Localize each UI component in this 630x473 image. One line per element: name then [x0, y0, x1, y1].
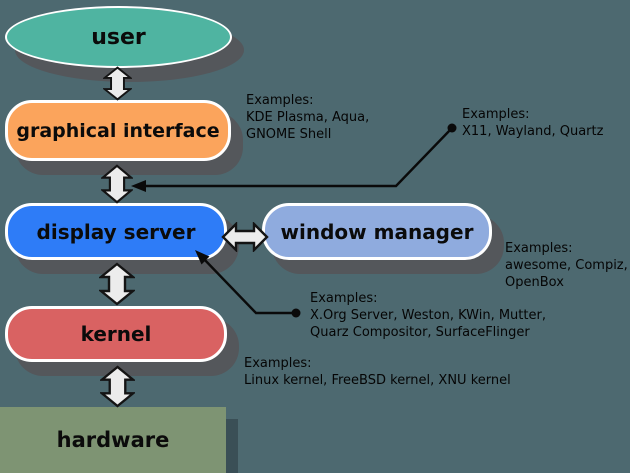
node-hardware: hardware [0, 407, 226, 473]
annotation-window-manager-examples: Examples: awesome, Compiz, OpenBox [505, 240, 628, 291]
annotation-line: X.Org Server, Weston, KWin, Mutter, [310, 308, 546, 323]
annotation-graphical-interface-examples: Examples: KDE Plasma, Aqua, GNOME Shell [246, 92, 369, 143]
node-graphical-interface: graphical interface [5, 100, 231, 161]
node-display-server: display server [5, 203, 227, 260]
annotation-title: Examples: [462, 107, 530, 122]
annotation-line: awesome, Compiz, [505, 258, 628, 273]
annotation-title: Examples: [246, 93, 314, 108]
node-graphical-interface-label: graphical interface [16, 119, 220, 142]
node-hardware-label: hardware [56, 428, 170, 452]
node-user: user [5, 6, 232, 68]
annotation-display-protocol-examples: Examples: X11, Wayland, Quartz [462, 106, 603, 140]
annotation-title: Examples: [310, 291, 378, 306]
double-arrow-vertical-icon-user-gi [103, 66, 132, 101]
annotation-line: OpenBox [505, 275, 564, 290]
annotation-line: Linux kernel, FreeBSD kernel, XNU kernel [244, 373, 511, 388]
double-arrow-horizontal-icon-ds-wm [221, 222, 269, 252]
annotation-line: X11, Wayland, Quartz [462, 124, 604, 139]
annotation-line: Quarz Compositor, SurfaceFlinger [310, 325, 530, 340]
node-window-manager: window manager [262, 203, 492, 260]
double-arrow-vertical-icon-gi-ds [101, 164, 133, 204]
node-user-label: user [91, 24, 146, 50]
node-kernel: kernel [5, 306, 227, 362]
node-window-manager-label: window manager [280, 219, 474, 244]
annotation-title: Examples: [244, 356, 312, 371]
node-kernel-label: kernel [80, 322, 152, 346]
annotation-display-server-examples: Examples: X.Org Server, Weston, KWin, Mu… [310, 290, 546, 341]
annotation-line: KDE Plasma, Aqua, [246, 110, 370, 125]
node-display-server-label: display server [36, 219, 196, 244]
annotation-kernel-examples: Examples: Linux kernel, FreeBSD kernel, … [244, 355, 511, 389]
annotation-line: GNOME Shell [246, 127, 332, 142]
double-arrow-vertical-icon-kernel-hardware [100, 365, 135, 408]
double-arrow-vertical-icon-ds-kernel [99, 262, 135, 306]
annotation-title: Examples: [505, 241, 573, 256]
